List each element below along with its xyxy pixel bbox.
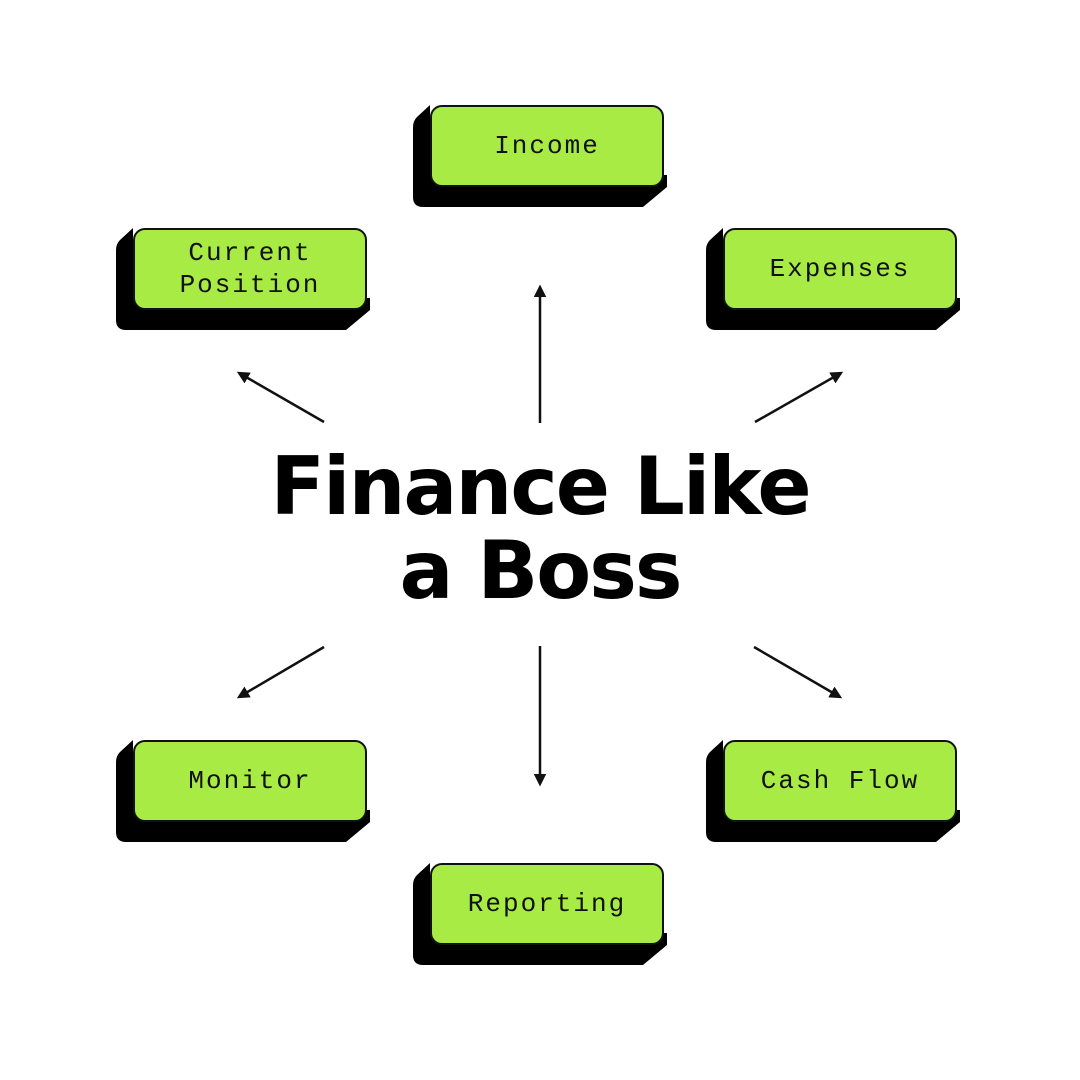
node-face: Income xyxy=(430,105,664,187)
node-label-expenses: Expenses xyxy=(769,254,911,284)
node-face: Monitor xyxy=(133,740,367,822)
arrow-to-monitor xyxy=(236,645,325,699)
node-label-reporting: Reporting xyxy=(467,889,627,919)
node-face: Cash Flow xyxy=(723,740,957,822)
node-reporting: Reporting xyxy=(413,863,667,965)
node-face: Reporting xyxy=(430,863,664,945)
central-title: Finance Like a Boss xyxy=(270,440,811,617)
node-label-cash-flow: Cash Flow xyxy=(760,766,920,796)
arrow-to-expenses xyxy=(754,371,844,424)
node-expenses: Expenses xyxy=(706,228,960,330)
arrow-to-cash-flow xyxy=(753,645,843,699)
node-cash-flow: Cash Flow xyxy=(706,740,960,842)
node-face: Current Position xyxy=(133,228,367,310)
node-income: Income xyxy=(413,105,667,207)
arrow-to-current-position xyxy=(236,371,325,424)
node-monitor: Monitor xyxy=(116,740,370,842)
node-label-current-position: Current Position xyxy=(179,238,321,300)
node-label-income: Income xyxy=(494,131,600,161)
node-current-position: Current Position xyxy=(116,228,370,330)
node-face: Expenses xyxy=(723,228,957,310)
node-label-monitor: Monitor xyxy=(188,766,312,796)
